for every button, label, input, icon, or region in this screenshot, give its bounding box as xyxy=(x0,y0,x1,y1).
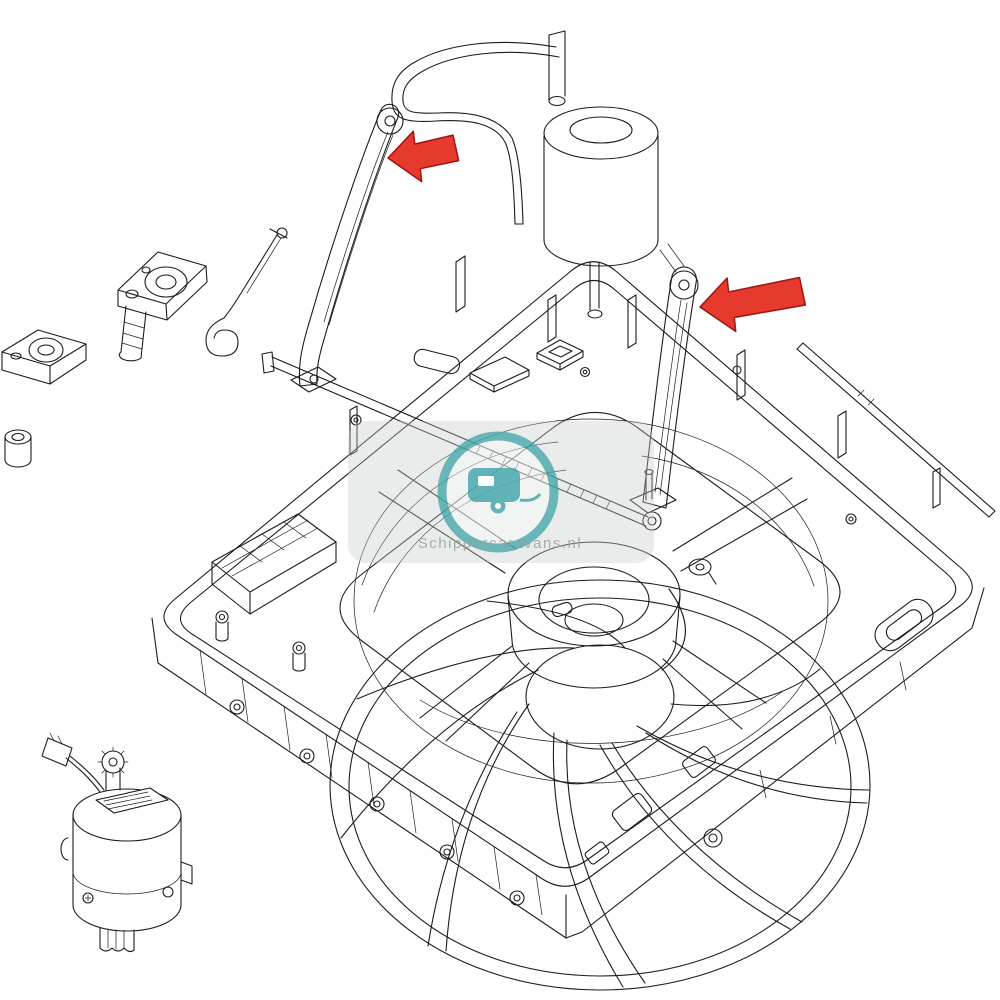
front-lift-arm xyxy=(290,103,404,393)
support-spider xyxy=(378,469,808,742)
lattice-bracket xyxy=(211,513,337,672)
fan xyxy=(329,418,871,991)
lift-rod xyxy=(261,351,677,531)
hinge-bracket-a xyxy=(117,251,208,362)
lock-nut xyxy=(4,429,32,468)
arrow-right-icon xyxy=(699,276,807,333)
fan-blades xyxy=(340,588,870,988)
deck-details xyxy=(349,255,996,652)
annotation-arrows xyxy=(387,130,807,333)
housing-side-wall-right xyxy=(565,587,985,939)
drive-conduit xyxy=(391,30,566,225)
motor-hub-cup xyxy=(507,541,681,689)
exploded-line-art xyxy=(1,30,996,991)
winder-motor xyxy=(41,732,193,953)
watermark-logo xyxy=(437,431,559,553)
rear-lift-arm xyxy=(642,243,699,509)
watermark-text: Schippercaravans.nl xyxy=(418,535,582,552)
crank-hook xyxy=(205,227,288,357)
arrow-left-icon xyxy=(387,130,460,183)
vent-housing-rim xyxy=(163,261,973,887)
caravan-window xyxy=(478,476,494,486)
hinge-bracket-b xyxy=(1,329,87,385)
vent-motor xyxy=(543,106,659,319)
housing-side-wall-left xyxy=(151,617,567,939)
caravan-wheel-hub xyxy=(495,503,501,509)
watermark: Schippercaravans.nl xyxy=(348,421,654,563)
